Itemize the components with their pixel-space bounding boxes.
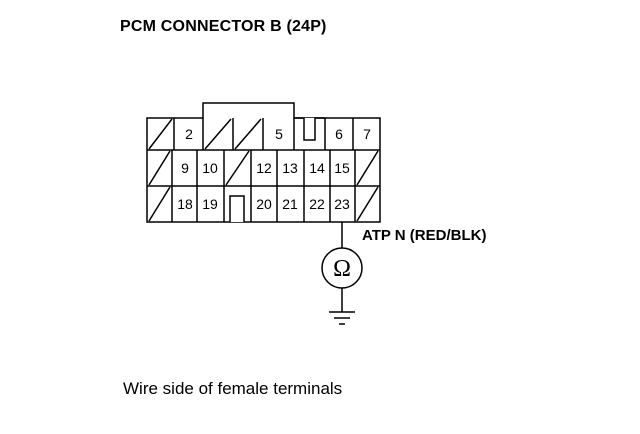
page-title: PCM CONNECTOR B (24P) [120,18,327,35]
terminal-19: 19 [202,196,218,212]
terminal-7: 7 [363,126,371,142]
ohm-symbol: Ω [333,256,351,282]
terminal-20: 20 [256,196,272,212]
terminal-10: 10 [202,160,218,176]
terminal-18: 18 [177,196,193,212]
wire-label: ATP N (RED/BLK) [362,227,487,244]
terminal-5: 5 [275,126,283,142]
connector-row-1 [148,117,354,150]
terminal-21: 21 [282,196,298,212]
terminal-13: 13 [282,160,298,176]
connector-row-3 [148,186,379,222]
ground-icon [329,311,355,325]
terminal-2: 2 [185,126,193,142]
terminal-12: 12 [256,160,272,176]
terminal-22: 22 [309,196,325,212]
terminal-23: 23 [334,196,350,212]
terminal-15: 15 [334,160,350,176]
terminal-numbers: 2 5 6 7 9 10 12 13 14 15 18 19 20 21 22 … [177,126,371,212]
terminal-9: 9 [181,160,189,176]
terminal-6: 6 [335,126,343,142]
connector-row-2 [148,150,379,186]
terminal-14: 14 [309,160,325,176]
caption: Wire side of female terminals [123,379,343,398]
